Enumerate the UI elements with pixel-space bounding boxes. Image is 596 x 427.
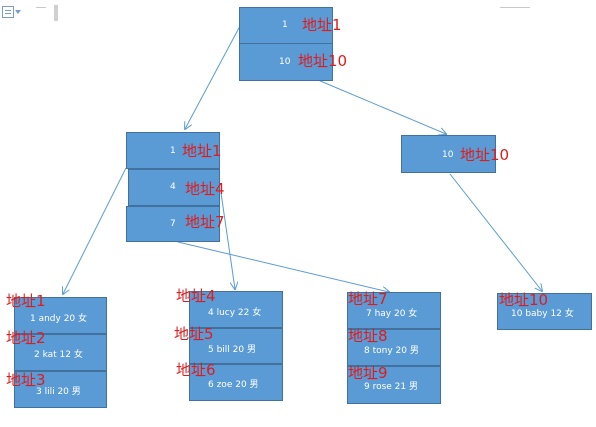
leaf-1-address-2: 地址2 <box>6 329 46 347</box>
leaf-3-row-3 <box>347 366 441 404</box>
internal-left-node-row-3 <box>126 206 220 242</box>
ruler-mark <box>36 7 46 8</box>
arrow-left-to-leaf1 <box>63 167 127 294</box>
document-icon <box>2 6 14 18</box>
root-node <box>239 7 333 81</box>
leaf-1-row-3 <box>14 371 107 408</box>
leaf-1-record-1: 1 andy 20 女 <box>30 314 88 324</box>
leaf-1-row-2 <box>14 334 107 371</box>
internal-left-address-2: 地址4 <box>185 180 225 198</box>
internal-left-node-row-2 <box>128 169 220 206</box>
arrow-right-to-leaf4 <box>449 173 542 291</box>
arrow-root-to-left <box>185 25 241 129</box>
root-address-1: 地址1 <box>302 16 342 34</box>
leaf-4-address-1: 地址10 <box>499 291 549 309</box>
leaf-1-record-3: 3 lili 20 男 <box>36 387 81 397</box>
leaf-4-record-1: 10 baby 12 女 <box>511 309 574 319</box>
leaf-3-address-3: 地址9 <box>348 364 388 382</box>
arrow-root-to-right <box>317 79 446 134</box>
leaf-3-row-2 <box>347 329 441 366</box>
leaf-3-address-2: 地址8 <box>348 327 388 345</box>
internal-right-node <box>401 135 496 173</box>
leaf-3-address-1: 地址7 <box>348 290 388 308</box>
dropdown-caret-icon <box>15 10 21 14</box>
leaf-1-row-1 <box>14 297 107 334</box>
leaf-2-row-1 <box>189 291 283 328</box>
leaf-1-record-2: 2 kat 12 女 <box>34 350 83 360</box>
internal-left-key-2: 4 <box>170 182 176 192</box>
leaf-2-row-3 <box>189 364 283 401</box>
leaf-2-address-3: 地址6 <box>176 361 216 379</box>
leaf-2-record-2: 5 bill 20 男 <box>208 345 256 355</box>
root-key-1: 1 <box>282 20 288 30</box>
internal-left-key-1: 1 <box>170 146 176 156</box>
arrow-left-to-leaf2 <box>220 192 235 289</box>
leaf-2-row-2 <box>189 328 283 364</box>
leaf-2-address-1: 地址4 <box>176 287 216 305</box>
internal-left-key-3: 7 <box>170 219 176 229</box>
leaf-2-address-2: 地址5 <box>174 325 214 343</box>
internal-left-address-1: 地址1 <box>182 142 222 160</box>
root-key-2: 10 <box>279 57 291 67</box>
leaf-1-address-1: 地址1 <box>6 292 46 310</box>
leaf-2-record-3: 6 zoe 20 男 <box>208 380 259 390</box>
internal-right-key-1: 10 <box>442 150 454 160</box>
leaf-1-address-3: 地址3 <box>6 371 46 389</box>
ruler-mark <box>500 7 530 8</box>
leaf-4-row-1 <box>497 293 592 330</box>
arrow-left-to-leaf3 <box>177 241 389 292</box>
leaf-3-record-2: 8 tony 20 男 <box>364 346 419 356</box>
leaf-3-row-1 <box>347 292 441 329</box>
root-address-2: 地址10 <box>298 52 348 70</box>
leaf-2-record-1: 4 lucy 22 女 <box>208 308 262 318</box>
leaf-3-record-1: 7 hay 20 女 <box>366 309 418 319</box>
internal-left-node-row-1 <box>126 132 220 169</box>
text-cursor <box>54 5 58 21</box>
leaf-3-record-3: 9 rose 21 男 <box>364 382 418 392</box>
internal-left-address-3: 地址7 <box>185 213 225 231</box>
internal-right-address-1: 地址10 <box>460 146 510 164</box>
root-node-row <box>239 43 333 44</box>
